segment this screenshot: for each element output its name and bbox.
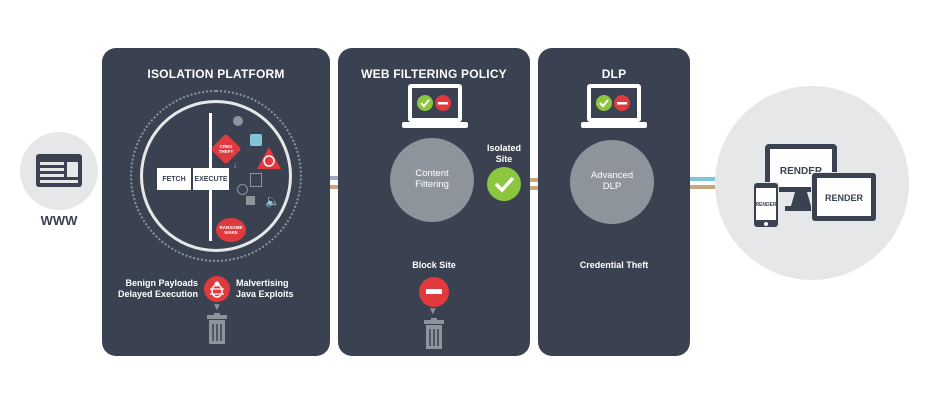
fetch-label: FETCH (162, 175, 186, 183)
record-icon (233, 116, 243, 126)
document-icon (250, 173, 262, 187)
benign-payloads-text: Benign Payloads Delayed Execution (112, 278, 198, 300)
tablet-render-label: RENDER (824, 193, 863, 203)
advanced-dlp-node: Advanced DLP (570, 140, 654, 224)
image-icon (250, 134, 262, 146)
ransomware-label: RANSOME WARE (219, 225, 243, 235)
benign-payloads-line1: Benign Payloads (125, 278, 198, 288)
cred-theft-label: CRED THEFT (218, 144, 234, 154)
malvertising-text: Malvertising Java Exploits (236, 278, 326, 300)
warning-triangle-icon (256, 146, 282, 170)
bug-icon (204, 276, 230, 302)
sound-icon: ♩ (233, 160, 243, 171)
browser-window-icon (36, 154, 82, 187)
phone-render-label: RENDER (755, 202, 777, 208)
ransomware-badge (216, 218, 246, 242)
photo-icon (246, 196, 255, 205)
connector-tan-right (682, 185, 720, 189)
dlp-title: DLP (601, 67, 627, 81)
isolated-site-line2: Site (495, 154, 513, 164)
dlp-panel: DLP Advanced DLP Credential Theft (538, 48, 690, 356)
web-filtering-policy-panel: WEB FILTERING POLICY Content Filtering I… (338, 48, 530, 356)
execute-label: EXECUTE (194, 175, 228, 183)
laptop-check-block-icon (402, 84, 468, 130)
execute-box: EXECUTE (193, 168, 229, 190)
render-node: RENDER RENDER RENDER (715, 86, 909, 280)
trash-icon (424, 318, 444, 350)
advanced-dlp-line1: Advanced (590, 170, 634, 181)
phone-icon (753, 182, 779, 228)
web-filtering-policy-title: WEB FILTERING POLICY (361, 67, 507, 81)
trash-icon (207, 313, 227, 345)
isolated-site-check-icon (486, 166, 522, 202)
www-label: WWW (40, 213, 78, 228)
credential-theft-label: Credential Theft (579, 260, 649, 270)
malvertising-line2: Java Exploits (236, 289, 294, 299)
clock-icon (237, 184, 248, 195)
laptop-check-block-icon (581, 84, 647, 130)
advanced-dlp-line2: DLP (602, 181, 622, 192)
block-site-icon (418, 276, 450, 308)
content-filtering-line2: Filtering (415, 179, 449, 190)
isolation-inner-circle (140, 100, 292, 252)
www-node (20, 132, 98, 210)
isolation-platform-panel: ISOLATION PLATFORM FETCH EXECUTE CRED TH… (102, 48, 330, 356)
tablet-icon (811, 172, 877, 222)
arrow-down-icon: ▼ (212, 302, 222, 313)
fetch-box: FETCH (157, 168, 191, 190)
block-site-label: Block Site (412, 260, 456, 270)
benign-payloads-line2: Delayed Execution (117, 289, 198, 299)
content-filtering-line1: Content (415, 168, 449, 179)
content-filtering-node: Content Filtering (390, 138, 474, 222)
arrow-down-icon: ▼ (428, 306, 438, 317)
monitor-render-label: RENDER (779, 166, 823, 177)
malvertising-line1: Malvertising (236, 278, 289, 288)
isolated-site-label: Isolated Site (476, 143, 532, 165)
isolation-outer-ring (130, 90, 302, 262)
speaker-icon: 🔈 (265, 194, 280, 208)
isolated-site-line1: Isolated (486, 143, 521, 153)
isolation-platform-title: ISOLATION PLATFORM (147, 67, 285, 81)
